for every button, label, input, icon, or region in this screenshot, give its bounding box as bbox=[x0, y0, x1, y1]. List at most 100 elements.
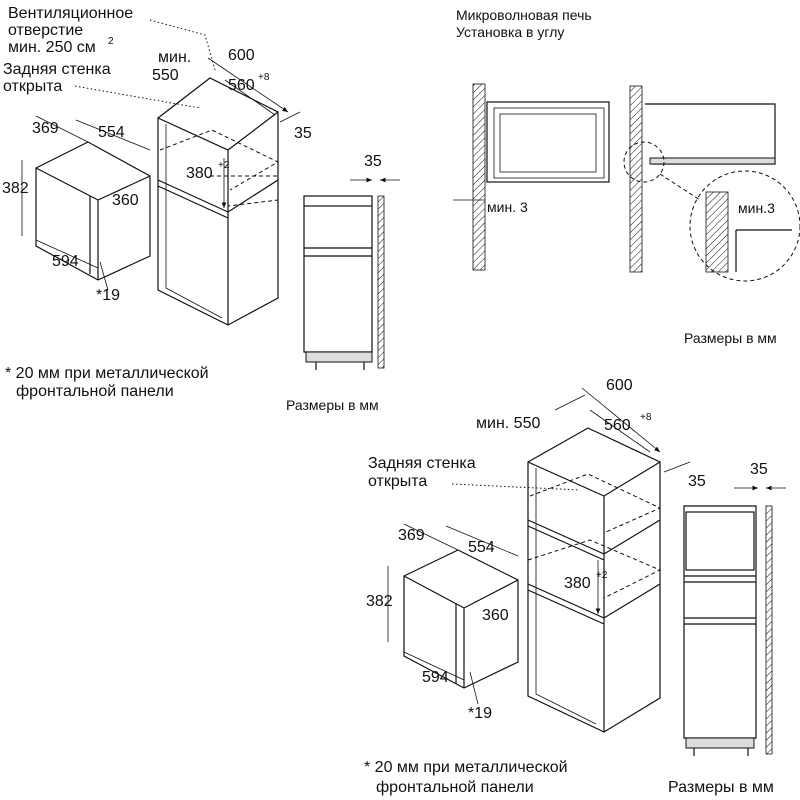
br-side-plinth bbox=[685, 737, 755, 749]
br-rear-wall-line1: Задняя стенка bbox=[368, 455, 476, 472]
br-cabinet-dashed-upper bbox=[529, 473, 662, 533]
side-plinth bbox=[305, 351, 373, 363]
br-side-shelf-upper bbox=[684, 575, 756, 583]
br-dim-560: 560 bbox=[604, 417, 631, 434]
detail-circle-large bbox=[689, 170, 800, 282]
side-shelf bbox=[304, 247, 372, 257]
br-dim-594-line bbox=[403, 651, 465, 681]
rear-wall-label-line2: открыта bbox=[3, 78, 62, 95]
dim-600: 600 bbox=[228, 47, 255, 64]
br-dim-560-sup: +8 bbox=[640, 412, 652, 423]
dim-594: 594 bbox=[52, 253, 79, 270]
br-side-cabinet bbox=[683, 505, 757, 739]
br-dim-554-line bbox=[445, 525, 519, 557]
br-dim-35-line bbox=[663, 461, 691, 473]
br-dim-560-line bbox=[589, 409, 651, 453]
br-cabinet-shelf-lower bbox=[527, 583, 661, 625]
br-cabinet-dashed-niche bbox=[527, 539, 662, 599]
br-dim-594: 594 bbox=[422, 669, 449, 686]
cabinet-dashed-niche bbox=[210, 175, 279, 207]
side-top-panel bbox=[303, 195, 373, 207]
br-note-line2: фронтальной панели bbox=[376, 779, 534, 796]
br-rear-wall-leader bbox=[451, 483, 581, 491]
detail-leader bbox=[659, 173, 701, 201]
br-dim-380: 380 bbox=[564, 575, 591, 592]
rear-wall-leader bbox=[74, 85, 201, 109]
detail-microwave-corner bbox=[735, 229, 792, 272]
br-dim-600: 600 bbox=[606, 377, 633, 394]
br-cabinet-inner-left bbox=[535, 468, 597, 725]
br-dim-19-line bbox=[469, 671, 479, 705]
br-dim-369: 369 bbox=[398, 527, 425, 544]
br-dim-360: 360 bbox=[482, 607, 509, 624]
microwave-window bbox=[499, 113, 597, 173]
br-min-550: мин. 550 bbox=[476, 415, 540, 432]
dim-35: 35 bbox=[294, 125, 312, 142]
vent-label-line3: мин. 250 см bbox=[8, 39, 96, 56]
corner-wall-right bbox=[629, 85, 643, 273]
dim-380: 380 bbox=[186, 165, 213, 182]
vent-leader bbox=[149, 19, 216, 71]
microwave-side-view bbox=[645, 103, 776, 165]
vent-label-line2: отверстие bbox=[8, 22, 83, 39]
br-microwave-top-edge bbox=[403, 575, 519, 609]
br-dim-600-line bbox=[581, 387, 661, 453]
corner-title-line1: Микроволновая печь bbox=[456, 7, 592, 23]
br-side-microwave bbox=[685, 511, 755, 571]
microwave-front-view bbox=[486, 101, 610, 183]
dim-35-line bbox=[279, 111, 301, 123]
side-cabinet bbox=[303, 206, 373, 353]
note-line2: фронтальной панели bbox=[16, 383, 174, 400]
dim-380-sup: +2 bbox=[218, 160, 230, 171]
cabinet-outline bbox=[157, 77, 279, 326]
br-side-wall bbox=[765, 505, 773, 755]
detail-circle-small bbox=[623, 141, 665, 183]
cabinet-shelf-bottom bbox=[157, 185, 229, 219]
cabinet-shelf-top bbox=[157, 179, 279, 213]
detail-wall bbox=[705, 191, 729, 273]
dim-360: 360 bbox=[112, 192, 139, 209]
vent-label-line1: Вентиляционное bbox=[8, 5, 133, 22]
dim-19-line bbox=[99, 261, 109, 291]
dim-369: 369 bbox=[32, 120, 59, 137]
br-dim-19: *19 bbox=[468, 705, 492, 722]
br-dim-550-line bbox=[554, 394, 586, 411]
corner-wall-left bbox=[472, 83, 486, 271]
dim-382: 382 bbox=[2, 180, 29, 197]
dim-600-line bbox=[207, 57, 289, 113]
dim-369-line bbox=[35, 115, 89, 143]
br-cabinet-shelf-upper bbox=[527, 519, 661, 561]
microwave-side-base bbox=[649, 157, 776, 165]
top-right-group: Микроволновая печь Установка в углу мин.… bbox=[453, 7, 800, 346]
br-cabinet-outline bbox=[527, 427, 661, 733]
min3-label-b: мин.3 bbox=[738, 200, 775, 216]
bottom-right-group: 600 мин. 550 560 +8 35 Задняя стенка отк… bbox=[364, 377, 786, 796]
br-side-dim-35: 35 bbox=[750, 461, 768, 478]
dim-594-line bbox=[35, 239, 99, 269]
note-line1: * 20 мм при металлической bbox=[5, 365, 209, 382]
br-dim-369-line bbox=[403, 523, 459, 551]
br-cabinet-top-edge bbox=[527, 461, 661, 497]
br-dim-35: 35 bbox=[688, 473, 706, 490]
br-dim-554: 554 bbox=[468, 539, 495, 556]
corner-title-line2: Установка в углу bbox=[456, 24, 564, 40]
br-side-shelf-lower bbox=[684, 617, 756, 625]
br-units-label: Размеры в мм bbox=[668, 779, 774, 796]
dim-560-sup: +8 bbox=[258, 72, 270, 83]
dim-19: *19 bbox=[96, 287, 120, 304]
dim-550: 550 bbox=[152, 67, 179, 84]
cabinet-inner-left bbox=[165, 124, 223, 319]
br-rear-wall-line2: открыта bbox=[368, 473, 427, 490]
min-label: мин. bbox=[158, 49, 191, 66]
corner-units-label: Размеры в мм bbox=[684, 330, 777, 346]
vent-label-sup: 2 bbox=[108, 36, 114, 47]
br-note-line1: * 20 мм при металлической bbox=[364, 759, 568, 776]
rear-wall-label-line1: Задняя стенка bbox=[3, 61, 111, 78]
br-dim-380-sup: +2 bbox=[596, 570, 608, 581]
min3-label-a: мин. 3 bbox=[487, 199, 528, 215]
side-dim-35: 35 bbox=[364, 153, 382, 170]
br-dim-382: 382 bbox=[366, 593, 393, 610]
microwave-front-inner bbox=[493, 107, 605, 179]
